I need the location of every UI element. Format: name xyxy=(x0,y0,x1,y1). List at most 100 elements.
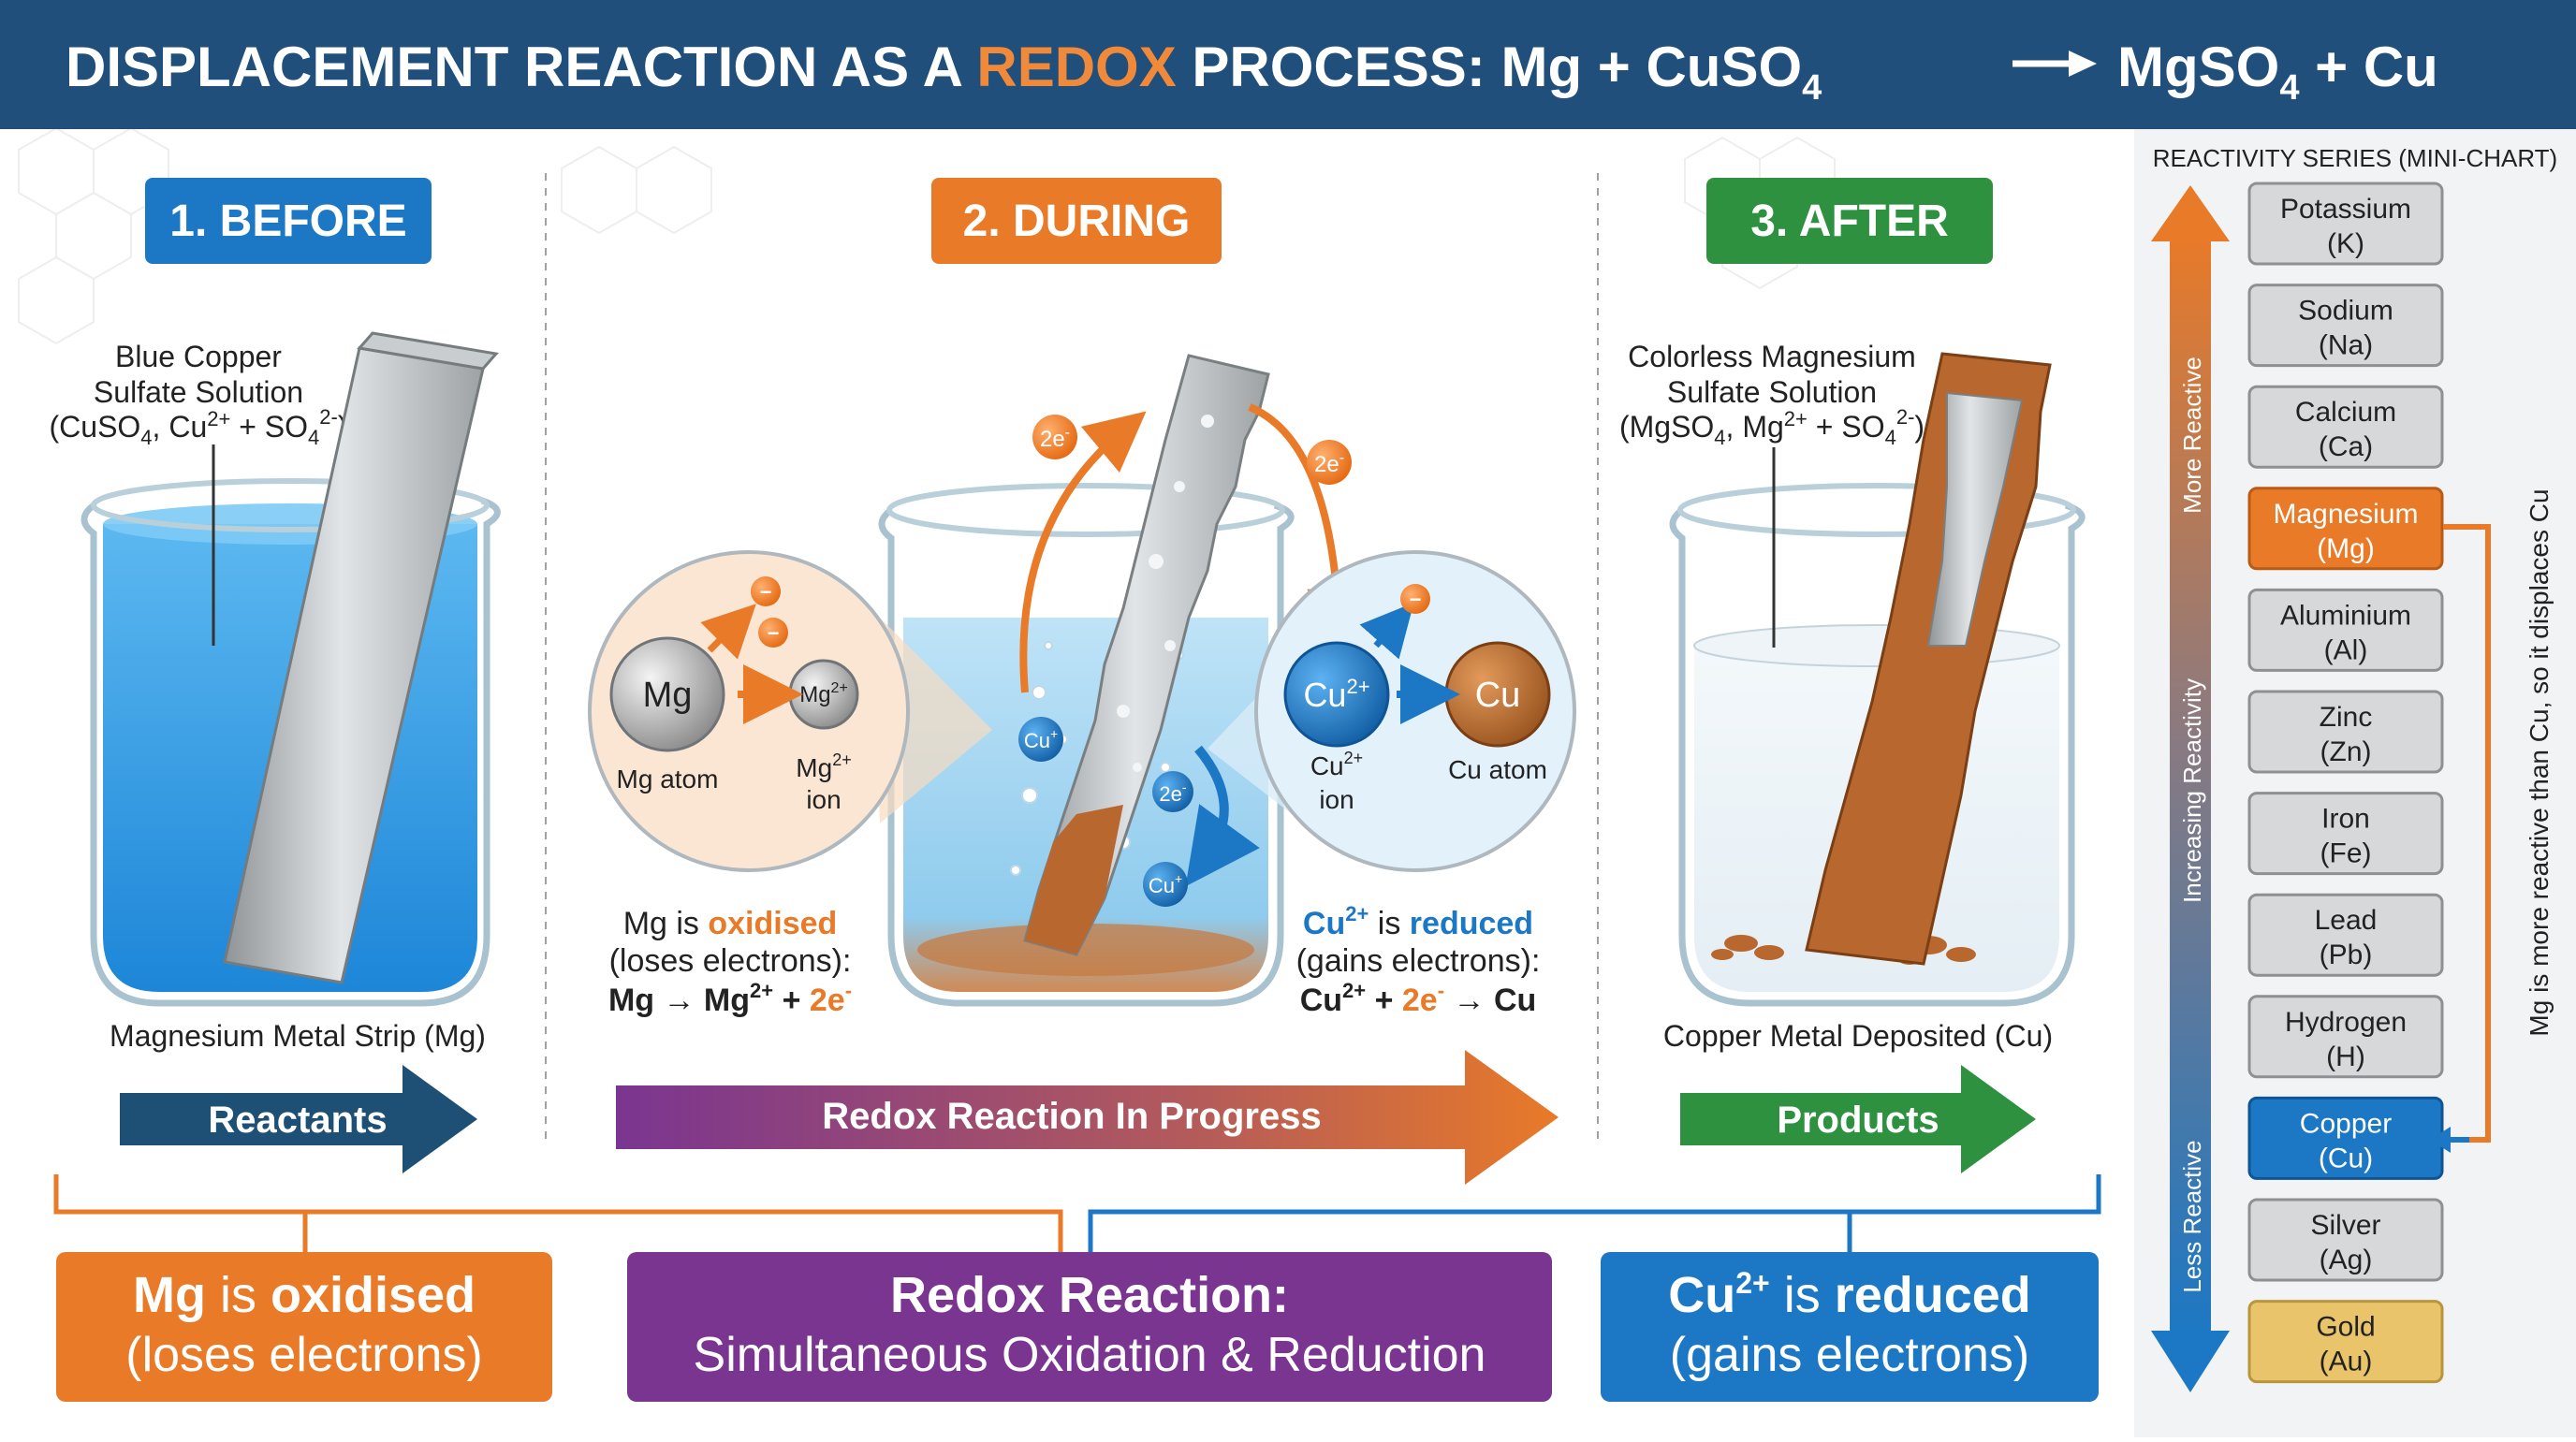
electron-minus: − xyxy=(760,580,772,604)
cu-atom-symbol: Cu xyxy=(1475,676,1521,715)
text-part: Mg xyxy=(133,1267,206,1323)
reduction-subtitle: (gains electrons): xyxy=(1296,943,1541,979)
before-solution-label-3: (CuSO4, Cu2+ + SO42-) xyxy=(50,405,348,449)
after-title: 3. AFTER xyxy=(1750,197,1949,246)
text-part: oxidised xyxy=(271,1267,476,1323)
small-ion-symbol: Cu xyxy=(1149,874,1175,897)
label-superscript: 2- xyxy=(319,405,338,429)
label-part: Cu xyxy=(1310,751,1344,780)
products-arrow-label: Products xyxy=(1777,1100,1939,1141)
metal-box: Potassium(K) xyxy=(2247,182,2444,266)
electron-tag-label: 2e xyxy=(1159,782,1181,806)
cu-ion-label-2: ion xyxy=(1319,785,1354,814)
oxidation-subtitle: (loses electrons): xyxy=(609,943,852,979)
header-subscript: 4 xyxy=(2279,68,2299,108)
electron-tag-text: 2e- xyxy=(1314,450,1344,477)
before-strip-label: Magnesium Metal Strip (Mg) xyxy=(110,1019,486,1053)
after-title-badge xyxy=(1706,178,1993,264)
metal-box: Gold(Au) xyxy=(2247,1300,2444,1384)
metal-name: Aluminium xyxy=(2280,600,2411,631)
mg-ion-symbol: Mg xyxy=(799,682,830,707)
reacting-magnesium-strip xyxy=(1023,354,1270,956)
metal-name: Copper xyxy=(2300,1108,2392,1139)
metal-symbol: (K) xyxy=(2327,228,2364,259)
header-title-redox: REDOX xyxy=(976,36,1176,98)
metal-name: Iron xyxy=(2321,804,2370,835)
metal-box-background xyxy=(2247,588,2444,672)
metal-symbol: (Na) xyxy=(2319,330,2373,361)
small-ion-text: Cu+ xyxy=(1149,871,1182,897)
label-superscript: 2+ xyxy=(1344,749,1364,767)
reactivity-double-arrow: More Reactive Increasing Reactivity Less… xyxy=(2151,185,2230,1392)
label-part: , Mg xyxy=(1726,410,1784,444)
metal-box-background xyxy=(2247,385,2444,469)
metal-symbol: (Fe) xyxy=(2320,838,2372,869)
label-part: (CuSO xyxy=(50,410,141,444)
electron-tag-sup: - xyxy=(1339,450,1344,466)
metal-box: Sodium(Na) xyxy=(2247,284,2444,368)
label-superscript: 2+ xyxy=(1784,407,1808,430)
metal-symbol: (Ag) xyxy=(2320,1245,2373,1275)
label-subscript: 4 xyxy=(140,426,152,449)
metal-box: Zinc(Zn) xyxy=(2247,690,2444,774)
electron-tag-label: 2e xyxy=(1314,452,1339,477)
electron-tag-text: 2e- xyxy=(1040,425,1070,452)
electron-icon xyxy=(1400,584,1430,614)
less-reactive-label: Less Reactive xyxy=(2178,1140,2206,1292)
label-superscript: 2+ xyxy=(832,750,852,769)
mg-oxidation-zoom: Mg Mg2+ − − Mg atom Mg2+ ion xyxy=(588,550,910,872)
mg-ion-label-2: ion xyxy=(806,785,841,814)
label-superscript: 2+ xyxy=(207,407,230,430)
mg-ion-text: Mg2+ xyxy=(799,680,848,707)
metal-symbol: (Cu) xyxy=(2319,1143,2373,1173)
during-title: 2. DURING xyxy=(963,197,1191,246)
metal-name: Hydrogen xyxy=(2285,1007,2407,1038)
header-products: MgSO4 + Cu xyxy=(2117,36,2438,108)
cu-ion-small-1: Cu+ xyxy=(1018,717,1063,762)
equation-part: → Cu xyxy=(1444,983,1536,1018)
displacement-arrowhead-icon xyxy=(2430,1127,2451,1153)
small-ion-text: Cu+ xyxy=(1024,726,1058,752)
electron-tag-text: 2e- xyxy=(1159,779,1186,806)
text-superscript: 2+ xyxy=(1735,1266,1769,1300)
metal-box: Calcium(Ca) xyxy=(2247,385,2444,469)
metal-box-background xyxy=(2247,792,2444,876)
equation-electrons: 2e xyxy=(810,983,845,1018)
small-ion-charge: + xyxy=(1175,871,1182,886)
label-part: (MgSO xyxy=(1619,410,1714,444)
text-part: is xyxy=(1770,1267,1835,1323)
metal-name: Sodium xyxy=(2298,296,2393,327)
equation-superscript: - xyxy=(1438,979,1444,1002)
redox-arrow-label: Redox Reaction In Progress xyxy=(822,1096,1321,1137)
text-part: reduced xyxy=(1835,1267,2031,1323)
metal-box: Magnesium(Mg) xyxy=(2247,487,2444,571)
cu-ion-symbol: Cu xyxy=(1303,676,1346,714)
label-part: Mg xyxy=(796,753,832,782)
oxidation-heading: Mg is oxidised xyxy=(623,906,838,941)
increasing-reactivity-label: Increasing Reactivity xyxy=(2178,678,2206,903)
reactants-arrow: Reactants xyxy=(120,1065,477,1173)
metal-symbol: (Mg) xyxy=(2317,533,2375,564)
cu-reduction-zoom: Cu2+ Cu − Cu2+ ion Cu atom xyxy=(1254,550,1576,872)
metal-box-background xyxy=(2247,995,2444,1079)
metal-name: Zinc xyxy=(2320,702,2373,733)
metal-name: Potassium xyxy=(2280,194,2411,225)
small-ion-charge: + xyxy=(1050,726,1058,741)
products-arrow: Products xyxy=(1680,1065,2036,1173)
copper-coated-strip xyxy=(1805,352,2052,966)
cu-ion xyxy=(1283,641,1390,748)
metal-name: Calcium xyxy=(2295,397,2396,428)
small-ion-symbol: Cu xyxy=(1024,729,1050,752)
label-part: + SO xyxy=(230,410,308,444)
equation-part: Cu xyxy=(1300,983,1342,1018)
displacement-connector-orange xyxy=(2443,524,2491,1143)
oxidised-word: oxidised xyxy=(708,906,837,941)
metal-box-background xyxy=(2247,487,2444,571)
metal-box-background xyxy=(2247,1198,2444,1282)
label-part: ) xyxy=(1914,410,1925,444)
section-during: 2. DURING xyxy=(588,178,1576,1185)
reactivity-series-panel: REACTIVITY SERIES (MINI-CHART) More Reac… xyxy=(2134,129,2576,1437)
metal-name: Lead xyxy=(2315,905,2378,936)
header-reaction-arrow-icon xyxy=(2012,51,2097,77)
metal-box: Aluminium(Al) xyxy=(2247,588,2444,672)
